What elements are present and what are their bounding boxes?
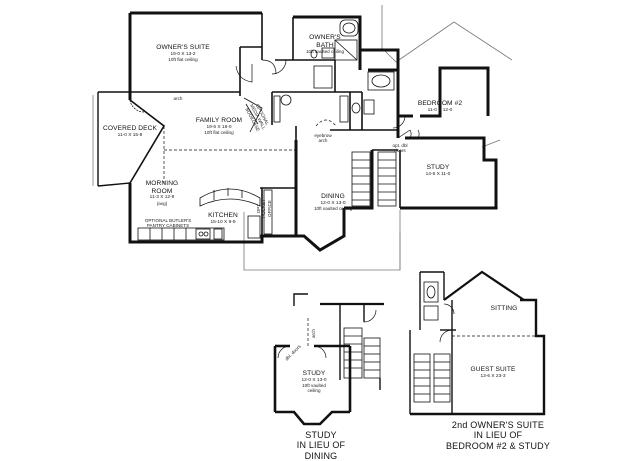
kitchen-label: KITCHEN 15-10 X 9-9 [208,212,238,225]
owners-suite-label: OWNER'S SUITE 19-0 X 13-2 10ft flat ceil… [156,44,209,62]
eyebrow-arch-label: eyebrow arch [314,133,331,144]
eyebrow-line2: arch [318,138,328,144]
dining-label: DINING 12-0 X 13-0 10ft vaulted ceiling [314,193,352,211]
covered-deck-outline [92,91,166,187]
owners-suite-name: OWNER'S SUITE [156,44,210,51]
family-room-label: FAMILY ROOM 19-6 X 18-0 10ft flat ceilin… [196,117,242,135]
alt-study-caption-2: IN LIEU OF [296,440,346,451]
morning-room-label: MORNING ROOM 11-3 X 12-9 (avg) [146,180,179,206]
dining-dims: 12-0 X 13-0 [320,200,346,206]
main-interior-walls [130,13,401,242]
alt-study-dims: 12-0 X 13-0 [301,377,327,383]
door-swings [129,59,420,139]
alt-study-caption-1: STUDY [305,430,337,440]
owners-suite-ceiling: 10ft flat ceiling [168,57,198,63]
study-name: STUDY [426,164,450,171]
family-room-name: FAMILY ROOM [195,117,243,124]
alt-suite-walls [409,270,546,416]
covered-deck-dims: 11-0 X 15-8 [117,132,143,138]
guest-suite-name: GUEST SUITE [470,366,516,373]
guest-suite-label: GUEST SUITE 13-6 X 23-3 [471,366,516,379]
owners-bath-ceiling: 10ft vaulted ceiling [305,49,345,55]
study-label: STUDY 14-6 X 11-0 [426,164,451,177]
dining-name: DINING [321,193,345,200]
pantry-line2: PANTRY CABINETS [146,223,190,229]
office-line2: POCKET [261,199,267,218]
covered-deck-label: COVERED DECK 11-0 X 15-8 [103,125,157,138]
double-doors-label: opt. dbl doors [392,143,407,154]
kitchen-name: KITCHEN [208,212,238,219]
kitchen-fixtures [137,188,273,241]
morning-room-name-1: MORNING [145,180,179,187]
alt-study-ceiling-1: 10ft vaulted [302,383,326,389]
alt-study-caption-3: DINING [304,450,338,461]
bedroom2-dims: 11-0 X 12-0 [427,107,453,113]
alt-suite-caption-2: IN LIEU OF [473,430,523,441]
doors-line2: doors [394,148,406,154]
main-stairs [351,151,397,207]
bath-fixtures [273,19,395,123]
pocket-office-label: OPT POCKET OFFICE [256,199,272,218]
alt-study-label: STUDY 12-0 X 13-0 10ft vaulted ceiling [301,370,326,394]
deck-arch-label: arch [174,96,183,101]
dining-ceiling: 10ft vaulted ceiling [313,206,353,212]
alt-study-name: STUDY [302,370,326,377]
owners-bath-name-1: OWNER'S [309,34,341,41]
office-line3: OFFICE [266,200,272,217]
sitting-label: SITTING [491,305,518,313]
bedroom2-name: BEDROOM #2 [417,100,463,107]
alt-suite-caption-1: 2nd OWNER'S SUITE [451,420,545,430]
alt-suite-caption-3: BEDROOM #2 & STUDY [445,440,551,451]
morning-room-note: (avg) [156,200,168,206]
family-room-ceiling: 10ft flat ceiling [204,130,234,136]
alt-study-caption: STUDY IN LIEU OF DINING [297,430,346,461]
sitting-name: SITTING [490,305,518,312]
eyebrow-line1: eyebrow [314,133,332,138]
alt-study-arch-label: arch [311,329,316,338]
owners-bath-label: OWNER'S BATH 10ft vaulted ceiling [306,34,344,54]
media-wall [243,97,263,133]
pantry-label: OPTIONAL BUTLER'S PANTRY CABINETS [145,218,191,229]
dashed-lines [163,119,337,236]
pantry-line1: OPTIONAL BUTLER'S [144,218,192,223]
alt-study-walls [273,293,384,426]
alt-suite-caption: 2nd OWNER'S SUITE IN LIEU OF BEDROOM #2 … [446,420,550,451]
alt-study-arch-text: arch [311,329,316,338]
owners-suite-dims: 19-0 X 13-2 [170,51,196,57]
morning-room-name-2: ROOM [151,187,173,195]
covered-deck-name: COVERED DECK [103,125,157,132]
guest-suite-dims: 13-6 X 23-3 [480,373,506,379]
kitchen-dims: 15-10 X 9-9 [210,219,236,225]
bedroom2-label: BEDROOM #2 11-0 X 12-0 [418,100,462,113]
alt-study-ceiling-2: ceiling [307,388,321,394]
family-room-dims: 19-6 X 18-0 [206,124,232,130]
morning-room-dims: 11-3 X 12-9 [149,195,175,201]
deck-arch-text: arch [173,96,183,101]
owners-bath-name-2: BATH [316,41,334,49]
doors-line1: opt. dbl [392,143,408,148]
study-dims: 14-6 X 11-0 [425,171,451,177]
